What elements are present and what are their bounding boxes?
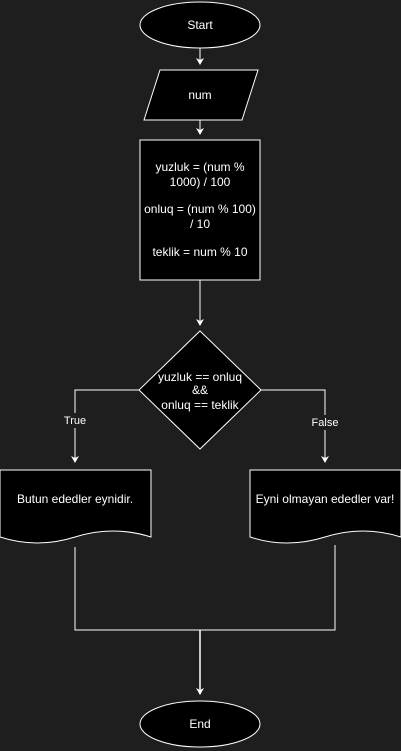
start-node[interactable]: Start xyxy=(139,1,261,49)
start-label: Start xyxy=(187,18,213,32)
process-line-3: onluq = (num % 100) xyxy=(144,202,256,216)
edge-decision-false xyxy=(261,389,329,463)
decision-line-1: yuzluk == onluq xyxy=(158,370,242,384)
input-node[interactable]: num xyxy=(143,69,259,121)
true-label-bg xyxy=(61,413,90,428)
decision-line-3: onluq == teklik xyxy=(161,398,239,412)
decision-node[interactable]: yuzluk == onluq && onluq == teklik xyxy=(138,330,262,450)
true-output-label: Butun ededler eynidir. xyxy=(17,492,133,506)
end-label: End xyxy=(189,717,210,731)
decision-line-2: && xyxy=(192,383,208,397)
false-label: False xyxy=(312,417,339,429)
process-line-4: / 10 xyxy=(190,217,210,231)
end-node[interactable]: End xyxy=(139,700,261,748)
edge-decision-true xyxy=(71,389,139,463)
process-line-2: 1000) / 100 xyxy=(170,175,231,189)
true-label: True xyxy=(64,415,86,427)
input-label: num xyxy=(188,88,211,102)
process-line-5: teklik = num % 10 xyxy=(152,245,247,259)
process-line-1: yuzluk = (num % xyxy=(155,160,244,174)
false-label-bg xyxy=(309,415,341,430)
false-output-node[interactable]: Eyni olmayan ededler var! xyxy=(249,469,401,544)
process-node[interactable]: yuzluk = (num % 1000) / 100 onluq = (num… xyxy=(139,139,261,281)
false-output-label: Eyni olmayan ededler var! xyxy=(256,492,395,506)
true-output-node[interactable]: Butun ededler eynidir. xyxy=(0,469,152,544)
edge-true-to-merge xyxy=(74,545,336,631)
